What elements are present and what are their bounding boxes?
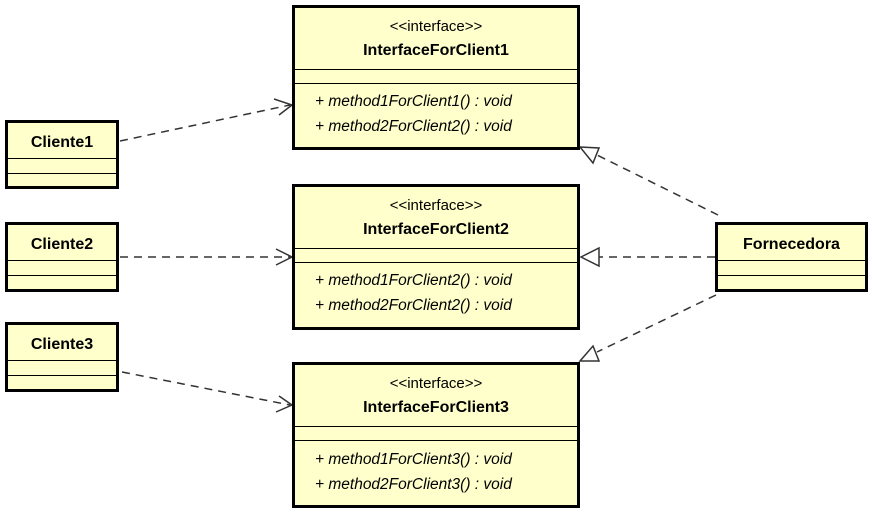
attributes-divider [295, 69, 577, 70]
class-name: Cliente1 [30, 134, 94, 151]
interface-box-3[interactable]: <<interface>> InterfaceForClient3 + meth… [292, 362, 580, 508]
realization-fornecedora-interface1 [578, 146, 719, 216]
operation: + method1ForClient2() : void [315, 272, 512, 289]
operations-divider [8, 173, 116, 174]
attributes-divider [8, 260, 116, 261]
dependency-cliente2-interface2 [120, 248, 294, 266]
dependency-cliente3-interface3 [121, 371, 294, 413]
class-box-cliente1[interactable]: Cliente1 [5, 120, 119, 189]
operation: + method2ForClient3() : void [315, 476, 512, 493]
dependency-cliente1-interface1 [119, 98, 294, 142]
operations-divider [295, 262, 577, 263]
stereotype-label: <<interface>> [389, 18, 483, 35]
stereotype-label: <<interface>> [389, 375, 483, 392]
realization-fornecedora-interface3 [578, 294, 717, 362]
operation: + method2ForClient2() : void [315, 297, 512, 314]
realization-fornecedora-interface2 [579, 246, 715, 268]
class-name: Fornecedora [743, 236, 840, 253]
attributes-divider [8, 360, 116, 361]
class-name: Cliente3 [30, 336, 94, 353]
operation: + method1ForClient3() : void [315, 451, 512, 468]
class-box-cliente3[interactable]: Cliente3 [5, 322, 119, 392]
attributes-divider [295, 426, 577, 427]
operations-divider [8, 375, 116, 376]
interface-name: InterfaceForClient3 [363, 399, 509, 416]
class-box-cliente2[interactable]: Cliente2 [5, 222, 119, 292]
attributes-divider [295, 248, 577, 249]
operation: + method2ForClient2() : void [315, 118, 512, 135]
interface-box-1[interactable]: <<interface>> InterfaceForClient1 + meth… [292, 5, 580, 150]
interface-name: InterfaceForClient2 [363, 221, 509, 238]
operations-divider [295, 440, 577, 441]
attributes-divider [8, 158, 116, 159]
interface-name: InterfaceForClient1 [363, 42, 509, 59]
stereotype-label: <<interface>> [389, 197, 483, 214]
interface-box-2[interactable]: <<interface>> InterfaceForClient2 + meth… [292, 184, 580, 330]
class-name: Cliente2 [30, 236, 94, 253]
operation: + method1ForClient1() : void [315, 93, 512, 110]
attributes-divider [718, 260, 865, 261]
operations-divider [718, 275, 865, 276]
operations-divider [295, 83, 577, 84]
class-box-fornecedora[interactable]: Fornecedora [715, 222, 868, 292]
operations-divider [8, 275, 116, 276]
